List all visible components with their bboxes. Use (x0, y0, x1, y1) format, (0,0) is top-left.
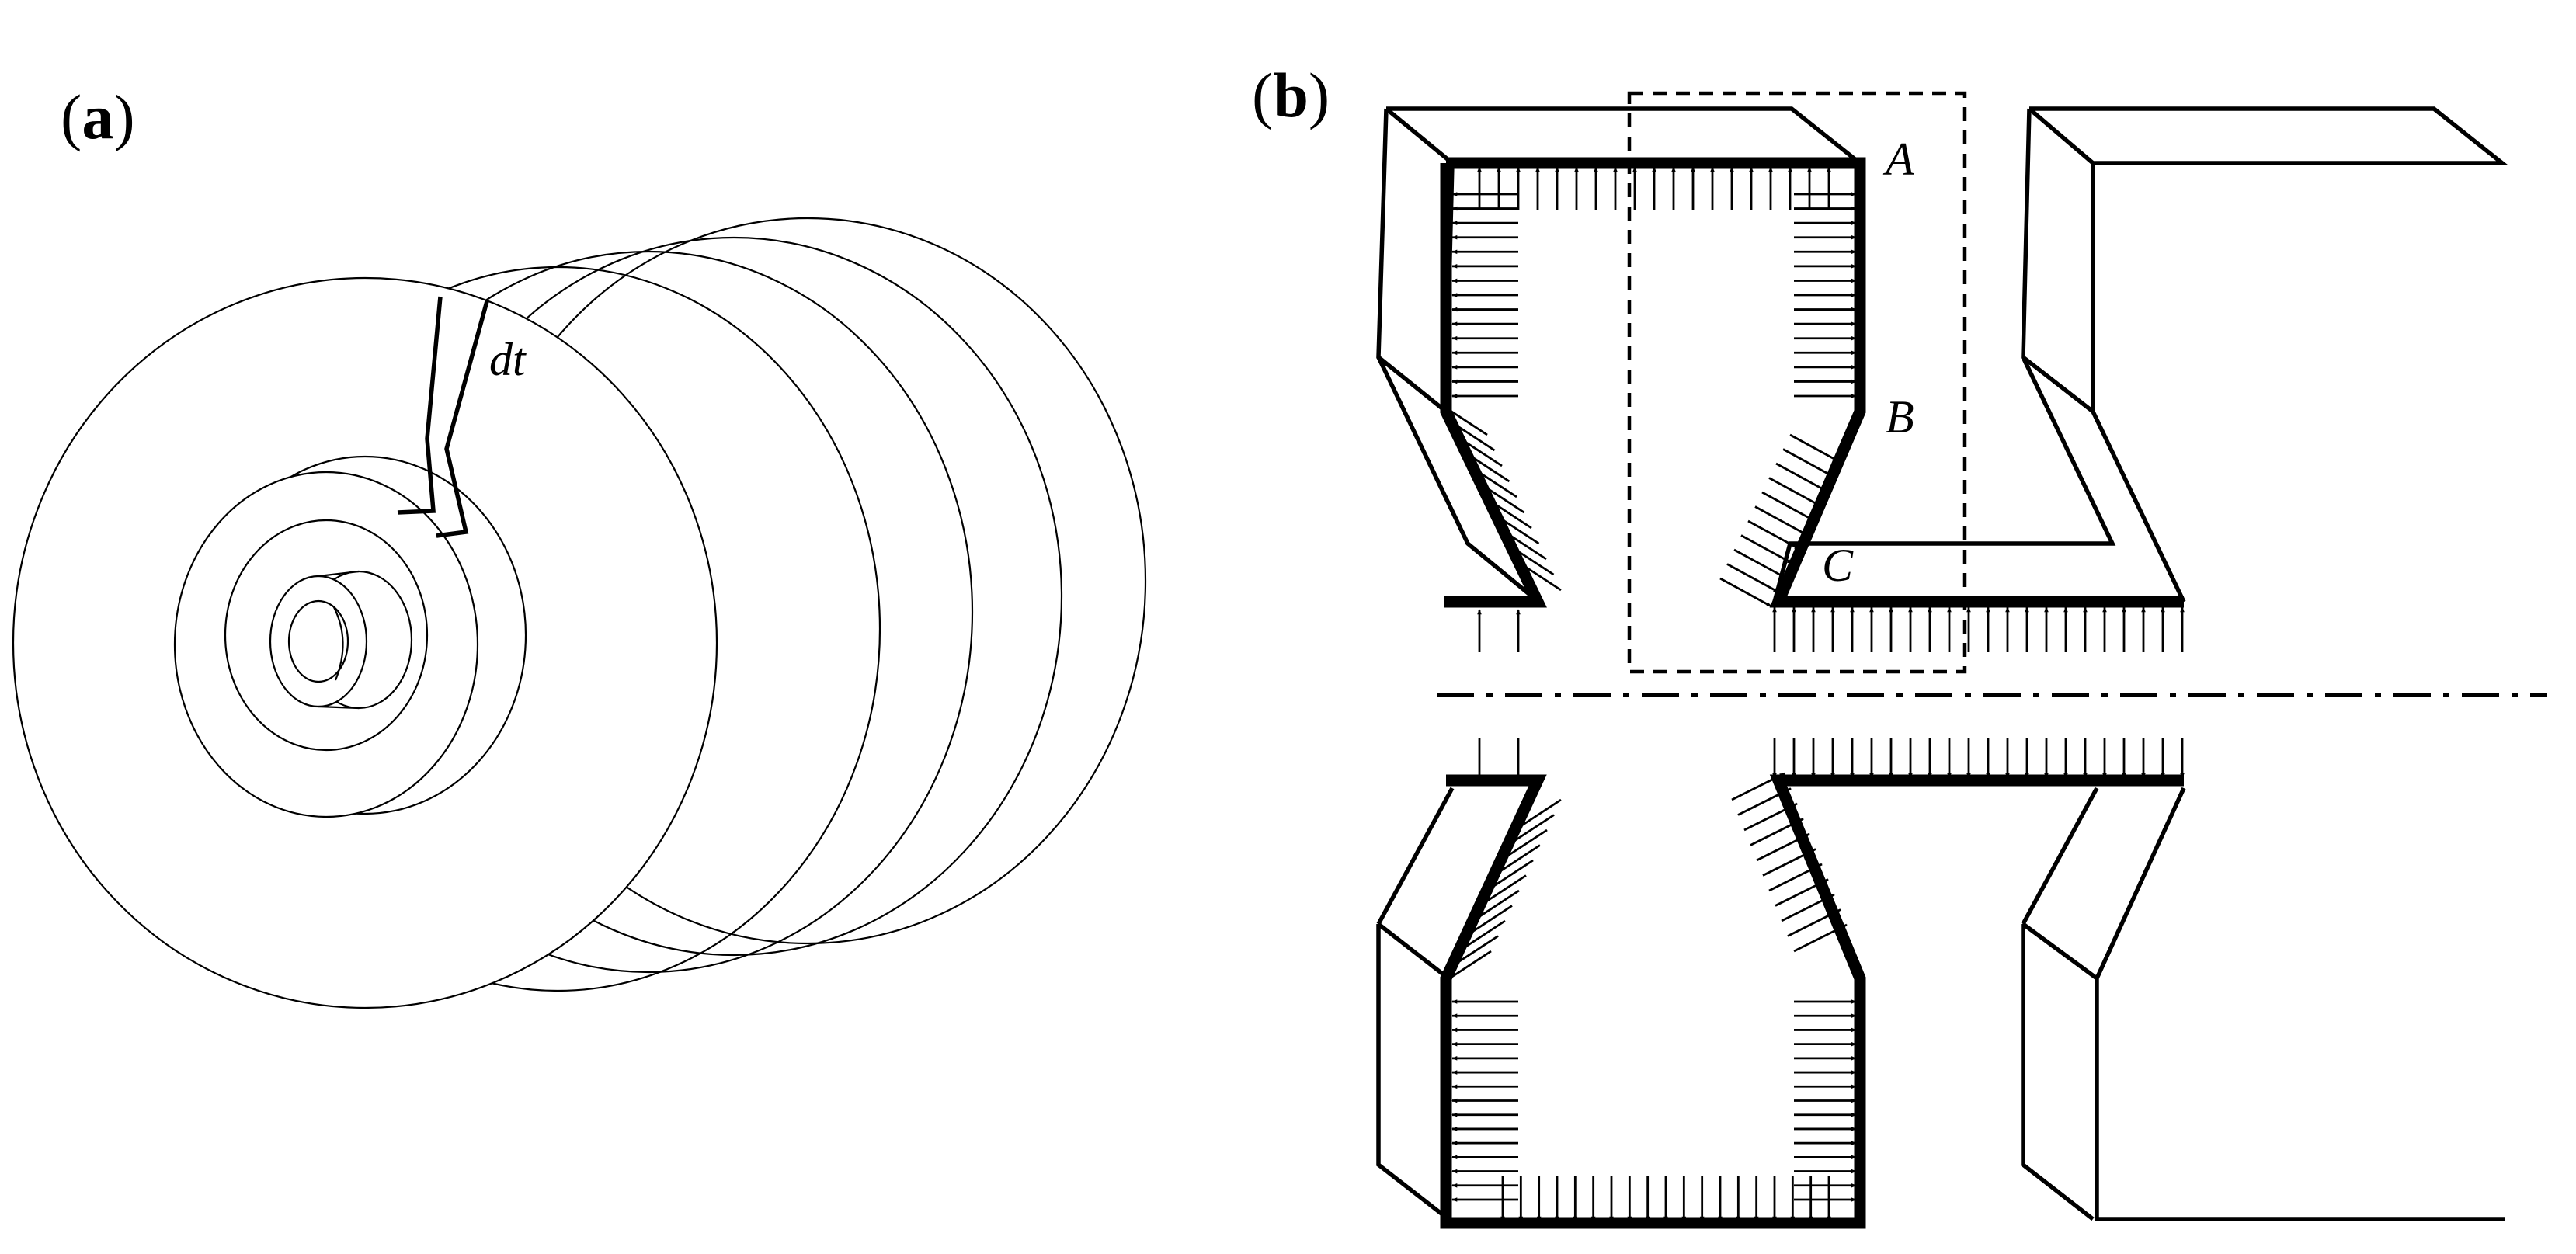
pressure-arrow-62 (1775, 462, 1828, 493)
panel-a: (a) dt (12, 82, 1147, 1009)
pressure-arrow-119 (1515, 798, 1562, 831)
pressure-arrow-61 (1782, 448, 1835, 478)
upper-structure (1376, 106, 2508, 608)
pressure-arrow-128 (1452, 935, 1499, 967)
lower-right-block (2021, 787, 2505, 1221)
pressure-arrow-131 (1737, 787, 1792, 816)
point-a-label: A (1882, 134, 1914, 185)
pressure-arrow-64 (1761, 491, 1814, 522)
pressure-arrow-53 (1471, 466, 1517, 498)
slice-line-1 (397, 296, 443, 515)
point-b-label: B (1886, 391, 1914, 443)
pressure-arrow-130 (1731, 772, 1785, 801)
panel-b-label: (b) (1252, 60, 1330, 130)
pressure-arrow-124 (1480, 874, 1527, 906)
bore-top-line (318, 570, 360, 578)
pressure-arrow-69 (1726, 563, 1779, 593)
pressure-arrow-66 (1747, 519, 1800, 551)
differential-slice (397, 296, 489, 538)
lower-structure (1376, 774, 2505, 1229)
pressure-arrow-127 (1459, 919, 1506, 952)
pressure-arrow-68 (1733, 548, 1786, 579)
pressure-arrow-135 (1762, 848, 1816, 877)
pressure-arrow-122 (1494, 844, 1541, 876)
pressure-arrow-123 (1487, 859, 1534, 891)
pressure-arrow-137 (1775, 878, 1829, 907)
pressure-arrow-55 (1486, 497, 1532, 530)
pressure-arrow-50 (1448, 419, 1496, 452)
pressure-arrow-136 (1768, 863, 1823, 892)
bore-bottom-line (318, 705, 360, 710)
upper-right-block (1772, 106, 2508, 603)
pressure-arrow-67 (1740, 534, 1793, 564)
pressure-arrow-51 (1456, 435, 1503, 467)
pressure-arrow-70 (1719, 577, 1772, 608)
thickness-label: dt (489, 334, 527, 385)
upper-cavity-wall (1440, 157, 2184, 608)
pressure-arrow-138 (1781, 893, 1835, 922)
pressure-arrow-59 (1515, 559, 1562, 592)
pressure-arrow-58 (1507, 544, 1555, 576)
pressure-arrow-49 (1441, 404, 1488, 436)
pressure-arrow-120 (1508, 814, 1555, 846)
pressure-arrows (1441, 166, 2185, 1222)
lower-left-block (1376, 787, 1455, 1221)
pressure-arrow-139 (1787, 908, 1841, 937)
pressure-arrow-126 (1466, 905, 1513, 936)
bore-hole (287, 599, 349, 683)
control-volume-box (1627, 91, 1967, 674)
pressure-arrow-52 (1463, 450, 1510, 483)
lower-cavity-wall (1440, 774, 2184, 1229)
pressure-arrow-140 (1793, 923, 1848, 953)
pressure-arrow-60 (1789, 433, 1842, 464)
point-c-label: C (1822, 540, 1854, 591)
bore-front (269, 575, 368, 708)
panel-a-label: (a) (61, 82, 135, 152)
pressure-arrow-133 (1750, 818, 1804, 846)
pressure-arrow-134 (1756, 832, 1810, 862)
slice-line-2 (436, 300, 489, 538)
upper-left-block (1376, 106, 1862, 600)
stacked-disks (12, 217, 1147, 1009)
pressure-arrow-65 (1754, 505, 1807, 536)
pressure-arrow-54 (1478, 481, 1525, 514)
panel-b: (b) A B C (1252, 60, 2547, 1229)
pressure-arrow-129 (1445, 950, 1492, 982)
pressure-arrow-132 (1743, 802, 1798, 832)
pressure-arrow-63 (1768, 477, 1821, 507)
pressure-arrow-125 (1473, 889, 1520, 922)
pressure-arrow-57 (1500, 528, 1547, 561)
pressure-arrow-121 (1501, 828, 1548, 861)
disk-hub-ring (224, 519, 429, 752)
bore-hole-edge (333, 606, 344, 681)
pressure-arrow-56 (1493, 512, 1540, 545)
